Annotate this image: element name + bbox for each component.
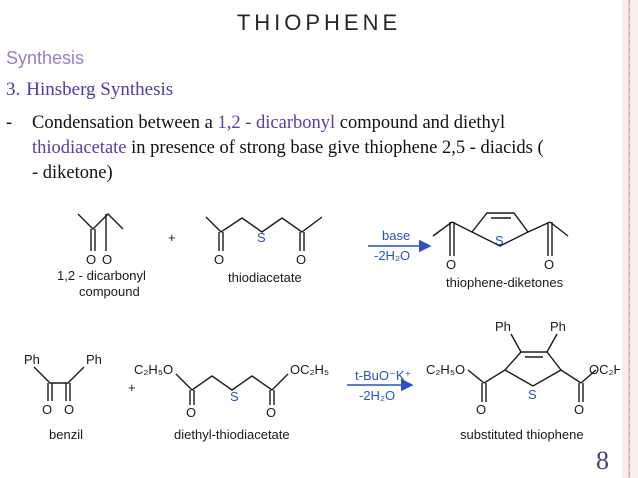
label-diethyl-thiodiacetate: diethyl-thiodiacetate [174, 427, 290, 442]
atom-o: O [86, 252, 96, 267]
atom-o: O [446, 257, 456, 272]
slide-subtitle: Synthesis [6, 48, 85, 68]
atom-o: O [574, 402, 584, 417]
body-text-2b: in presence of strong base give thiophen… [126, 138, 544, 158]
ester-right: OC₂H₅ [290, 362, 329, 377]
bullet-marker: - [6, 113, 13, 133]
label-dicarbonyl-line2: compound [79, 284, 140, 299]
body-line-2: thiodiacetate in presence of strong base… [6, 136, 616, 161]
atom-s: S [230, 389, 239, 404]
page-number: 8 [596, 446, 609, 475]
label-thiodiacetate: thiodiacetate [228, 270, 302, 285]
slide-title: THIOPHENE [236, 10, 402, 35]
plus-sign-2: + [128, 380, 136, 395]
atom-o: O [64, 402, 74, 417]
atom-s: S [257, 230, 266, 245]
label-substituted-thiophene: substituted thiophene [460, 427, 584, 442]
atom-o: O [544, 257, 554, 272]
label-thiophene-diketones: thiophene-diketones [446, 275, 564, 290]
section-heading: 3.Hinsberg Synthesis [6, 79, 173, 101]
highlight-dicarbonyl: 1,2 - dicarbonyl [217, 113, 336, 133]
dicarbonyl-chain [77, 213, 124, 230]
reagent-base: base [382, 228, 410, 243]
atom-o: O [214, 252, 224, 267]
reagent-tbuok: t-BuO⁻K⁺ [355, 368, 411, 383]
heading-text: Hinsberg Synthesis [26, 79, 174, 100]
thiodiacetate-chain [205, 216, 323, 233]
heading-number: 3. [6, 79, 21, 100]
ester-left: C₂H₅O [426, 362, 465, 377]
atom-o: O [296, 252, 306, 267]
body-paragraph: -Condensation between a 1,2 - dicarbonyl… [6, 111, 616, 186]
atom-ph: Ph [86, 352, 102, 367]
body-line-1: -Condensation between a 1,2 - dicarbonyl… [6, 111, 616, 136]
label-benzil: benzil [49, 427, 83, 442]
slide-frame-right [622, 0, 638, 478]
atom-o: O [476, 402, 486, 417]
ester-right: OC₂H₅ [589, 362, 620, 377]
thiophene-ring-2 [503, 351, 563, 387]
byproduct-water-2: -2H₂O [359, 388, 395, 403]
ester-left: C₂H₅O [134, 362, 173, 377]
plus-sign-1: + [168, 230, 176, 245]
highlight-thiodiacetate: thiodiacetate [32, 138, 127, 158]
label-dicarbonyl-line1: 1,2 - dicarbonyl [57, 268, 146, 283]
atom-o: O [186, 405, 196, 420]
atom-ph: Ph [24, 352, 40, 367]
body-text-1a: Condensation between a [32, 113, 218, 133]
body-line-3: - diketone) [32, 163, 113, 183]
atom-s: S [528, 387, 537, 402]
atom-o: O [266, 405, 276, 420]
atom-o: O [102, 252, 112, 267]
byproduct-water-1: -2H₂O [374, 248, 410, 263]
body-text-1b: compound and diethyl [335, 113, 506, 133]
slide-frame-dash [629, 0, 630, 478]
atom-ph: Ph [495, 319, 511, 334]
thiophene-ring-1 [470, 212, 530, 247]
atom-o: O [42, 402, 52, 417]
atom-s: S [495, 233, 504, 248]
reaction-scheme: O O + O S O S O O base -2H₂O 1,2 - dicar… [24, 212, 620, 442]
atom-ph: Ph [550, 319, 566, 334]
